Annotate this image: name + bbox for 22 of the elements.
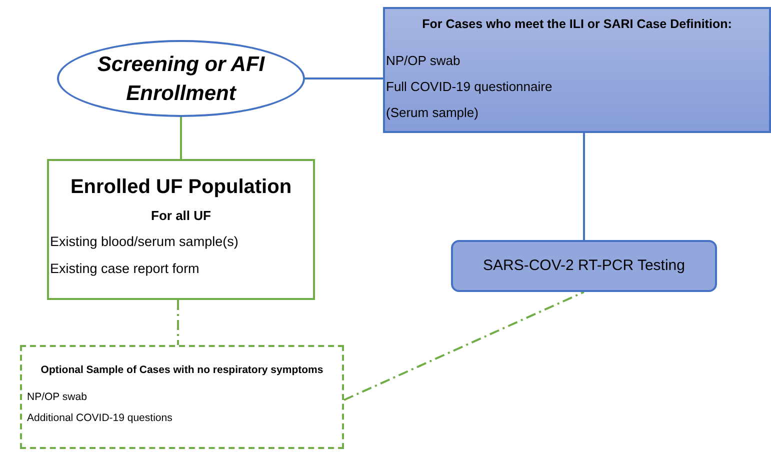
list-item: Existing blood/serum sample(s) bbox=[49, 232, 240, 251]
dash-dot-line bbox=[344, 291, 584, 401]
box-heading: Optional Sample of Cases with no respiratory symptoms bbox=[40, 363, 324, 378]
population-box bbox=[47, 159, 315, 300]
list-item: Existing case report form bbox=[49, 260, 200, 278]
list-item: Full COVID-19 questionnaire bbox=[385, 78, 554, 96]
list-item: Additional COVID-19 questions bbox=[26, 410, 174, 426]
dash-dot-line bbox=[177, 300, 179, 345]
box-heading: Enrolled UF Population bbox=[69, 175, 293, 200]
list-item: NP/OP swab bbox=[26, 390, 88, 405]
criteria-box bbox=[383, 7, 771, 133]
box-heading: For Cases who meet the ILI or SARI Case Definition: bbox=[421, 16, 733, 33]
box-subheading: For all UF bbox=[150, 207, 212, 225]
connector-line bbox=[305, 78, 383, 80]
list-item: (Serum sample) bbox=[385, 104, 480, 122]
testing-box bbox=[451, 240, 717, 292]
connector-line bbox=[583, 133, 585, 240]
ellipse-title: Screening or AFI Enrollment bbox=[96, 52, 266, 106]
optional-sample-box bbox=[20, 345, 344, 449]
connector-line bbox=[180, 117, 182, 159]
box-label: SARS-COV-2 RT-PCR Testing bbox=[482, 256, 685, 276]
list-item: NP/OP swab bbox=[385, 52, 462, 70]
